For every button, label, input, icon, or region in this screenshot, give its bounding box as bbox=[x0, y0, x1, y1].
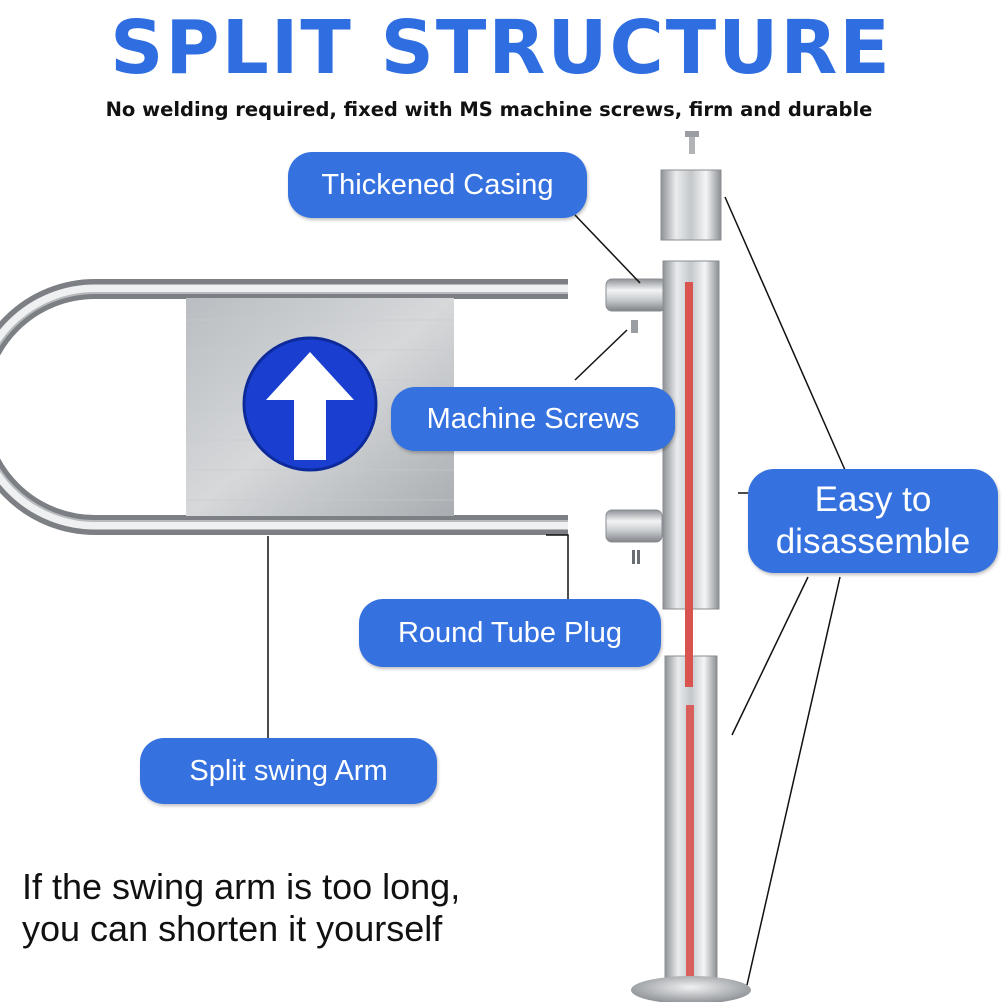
screw-top bbox=[631, 320, 638, 333]
label-easy-line2: disassemble bbox=[775, 522, 971, 561]
page-title: SPLIT STRUCTURE bbox=[110, 5, 892, 91]
screw-bottom bbox=[632, 550, 640, 564]
up-arrow-icon bbox=[242, 336, 378, 472]
top-pin bbox=[685, 131, 699, 154]
arm-connector-top bbox=[605, 278, 667, 312]
post-core bbox=[685, 282, 693, 687]
footnote: If the swing arm is too long, you can sh… bbox=[22, 866, 460, 950]
label-split-swing-arm: Split swing Arm bbox=[140, 738, 437, 804]
label-machine-screws: Machine Screws bbox=[391, 387, 675, 451]
post-cap bbox=[660, 169, 722, 241]
footnote-line2: you can shorten it yourself bbox=[22, 908, 443, 949]
arm-connector-bottom bbox=[605, 509, 663, 543]
footnote-line1: If the swing arm is too long, bbox=[22, 866, 461, 907]
label-easy-line1: Easy to bbox=[814, 480, 932, 519]
post bbox=[631, 169, 751, 1002]
label-round-tube-plug: Round Tube Plug bbox=[359, 599, 661, 667]
label-thickened-casing: Thickened Casing bbox=[288, 152, 587, 218]
label-easy-to-disassemble: Easy to disassemble bbox=[748, 469, 998, 573]
page-subtitle: No welding required, fixed with MS machi… bbox=[105, 98, 873, 121]
post-base bbox=[631, 976, 751, 1002]
leader-lines bbox=[267, 196, 846, 986]
